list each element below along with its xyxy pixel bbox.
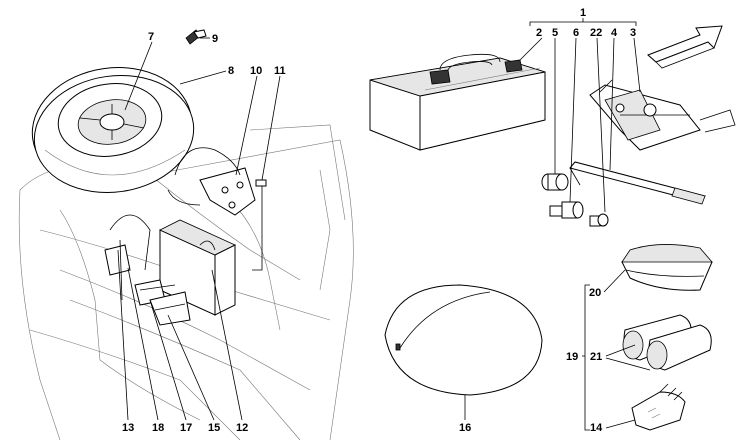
callout-1: 1	[580, 7, 586, 19]
battery-support-brackets	[134, 279, 191, 326]
callout-5: 5	[552, 27, 558, 39]
callout-9: 9	[212, 33, 218, 45]
callout-2: 2	[536, 27, 542, 39]
callout-18: 18	[152, 422, 164, 434]
callout-19: 19	[566, 351, 578, 363]
callout-17: 17	[180, 422, 192, 434]
callout-13: 13	[122, 422, 134, 434]
callout-16: 16	[459, 422, 471, 434]
callout-12: 12	[236, 422, 248, 434]
callout-labels: 1 2 3 4 5 6 7 8 9 10 11 12 13 14 15 16 1…	[122, 7, 636, 434]
callout-6: 6	[573, 27, 579, 39]
wheel-wrench	[569, 161, 706, 205]
leaders-right	[464, 37, 651, 429]
cleaning-cloth	[621, 244, 713, 291]
wheel-cover-bag	[384, 284, 543, 396]
callout-21: 21	[590, 351, 602, 363]
wheel-bracket-strap	[167, 147, 256, 216]
callout-11: 11	[274, 65, 286, 77]
callout-4: 4	[611, 27, 618, 39]
callout-8: 8	[228, 65, 234, 77]
callout-3: 3	[630, 27, 636, 39]
wheel-socket	[541, 173, 569, 191]
orientation-arrow	[647, 25, 723, 69]
group-bracket-19	[582, 284, 590, 431]
leaders-left	[117, 37, 281, 421]
callout-20: 20	[589, 287, 601, 299]
antitheft-adapter	[589, 213, 609, 227]
callout-22: 22	[590, 27, 602, 39]
callout-14: 14	[590, 422, 603, 434]
kit-group-bracket	[529, 18, 637, 26]
gloves	[631, 383, 686, 431]
spare-wheel	[31, 67, 195, 194]
battery-strap-left	[104, 214, 151, 301]
tool-bag	[369, 53, 546, 151]
rolled-covers	[622, 314, 712, 371]
callout-15: 15	[208, 422, 220, 434]
tyre-valve	[185, 29, 207, 45]
bracket-bolt	[252, 179, 267, 271]
socket-adapter	[549, 201, 584, 219]
callout-7: 7	[148, 31, 154, 43]
battery	[159, 219, 236, 316]
car-jack	[589, 79, 736, 151]
callout-10: 10	[250, 65, 262, 77]
